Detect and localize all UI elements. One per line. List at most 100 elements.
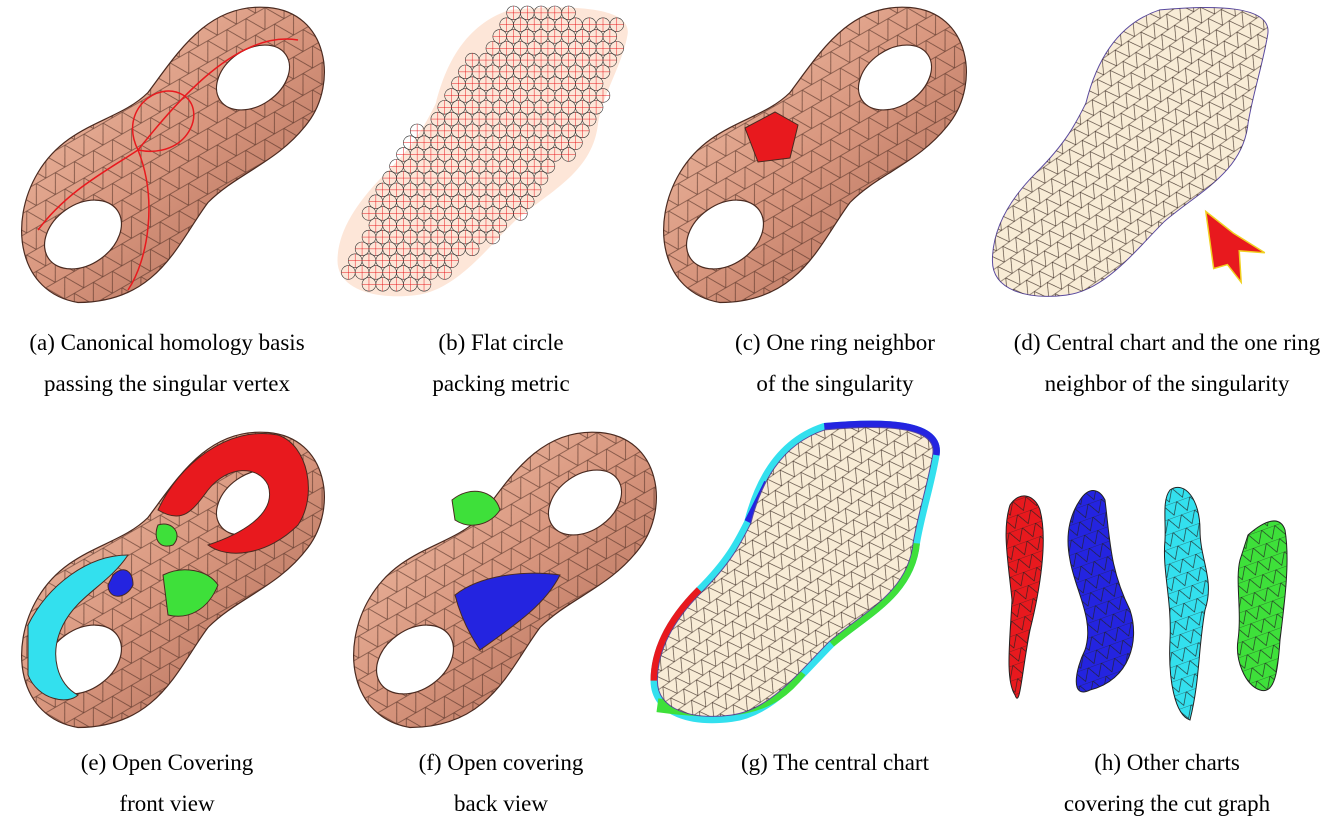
panel-a-figure	[8, 0, 328, 305]
packing-spoke	[458, 64, 473, 79]
packing-spoke	[561, 5, 576, 20]
packing-spoke	[527, 112, 542, 126]
panel-h-caption-line-2: covering the cut graph	[1063, 791, 1271, 816]
packing-spoke	[485, 182, 500, 197]
packing-spoke	[389, 277, 404, 292]
packing-spoke	[547, 123, 562, 138]
packing-spoke	[492, 171, 507, 185]
packing-spoke	[527, 88, 542, 103]
packing-spoke	[396, 194, 411, 209]
packing-spoke	[389, 206, 404, 221]
packing-spoke	[582, 41, 597, 56]
packing-spoke	[534, 76, 548, 91]
packing-spoke	[479, 123, 493, 138]
packing-spoke	[527, 41, 542, 56]
blue-patch	[107, 569, 134, 597]
packing-spoke	[485, 159, 500, 174]
packing-spoke	[430, 112, 445, 126]
packing-spoke	[430, 159, 445, 174]
packing-spoke	[362, 206, 376, 221]
packing-spoke	[410, 194, 425, 209]
packing-spoke	[499, 182, 514, 197]
packing-spoke	[382, 194, 397, 209]
packing-spoke	[520, 147, 535, 162]
packing-spoke	[575, 29, 590, 44]
panel-d-figure	[985, 5, 1285, 300]
packing-spoke	[437, 100, 452, 115]
packing-spoke	[403, 182, 418, 197]
packing-spoke	[472, 182, 486, 197]
packing-spoke	[458, 88, 473, 103]
panel-e-figure	[8, 425, 328, 730]
packing-spoke	[437, 218, 452, 233]
packing-spoke	[520, 100, 535, 115]
packing-spoke	[424, 123, 438, 138]
packing-spoke	[417, 135, 431, 150]
packing-spoke	[582, 112, 597, 126]
packing-spoke	[534, 171, 548, 185]
packing-spoke	[437, 265, 452, 280]
packing-spoke	[417, 159, 431, 174]
panel-e-caption-line-2: front view	[119, 791, 215, 816]
packing-spoke	[362, 253, 376, 268]
packing-spoke	[341, 265, 356, 280]
packing-spoke	[458, 206, 473, 221]
packing-spoke	[541, 159, 555, 174]
packing-spoke	[492, 218, 507, 233]
cyan-patch	[27, 554, 129, 701]
packing-spoke	[472, 112, 486, 126]
packing-spoke	[389, 230, 404, 244]
packing-spoke	[520, 29, 535, 44]
packing-spoke	[348, 253, 363, 268]
packing-spoke	[596, 41, 610, 56]
packing-spoke	[458, 159, 473, 174]
packing-spoke	[596, 88, 610, 103]
packing-spoke	[596, 17, 610, 32]
packing-spoke	[368, 265, 383, 280]
packing-spoke	[554, 112, 569, 126]
packing-spoke	[506, 5, 521, 20]
packing-spoke	[465, 194, 480, 209]
packing-spoke	[458, 135, 473, 150]
panel-c-caption: (c) One ring neighbor of the singularity	[668, 322, 1002, 404]
packing-spoke	[492, 147, 507, 162]
panel-c-figure	[650, 0, 970, 305]
packing-spoke	[506, 76, 521, 91]
packing-spoke	[451, 147, 466, 162]
packing-spoke	[541, 88, 555, 103]
packing-spoke	[589, 100, 603, 115]
packing-spoke	[513, 64, 528, 79]
packing-spoke	[444, 206, 459, 221]
panel-b-figure	[335, 5, 635, 300]
panel-a-caption: (a) Canonical homology basis passing the…	[0, 322, 334, 404]
packing-spoke	[506, 171, 521, 185]
panel-b-caption: (b) Flat circle packing metric	[334, 322, 668, 404]
packing-spoke	[382, 171, 397, 185]
packing-spoke	[520, 194, 535, 209]
packing-spoke	[527, 64, 542, 79]
packing-spoke	[396, 171, 411, 185]
blue-patch	[454, 572, 561, 651]
packing-spoke	[465, 241, 480, 256]
homology-curves	[37, 38, 299, 291]
packing-spoke	[382, 265, 397, 280]
packing-spoke	[513, 41, 528, 56]
red-patch	[157, 433, 309, 554]
packing-spoke	[506, 123, 521, 138]
packing-spoke	[513, 112, 528, 126]
packing-spoke	[444, 112, 459, 126]
packing-spoke	[417, 277, 431, 292]
panel-g-caption: (g) The central chart	[668, 742, 1002, 783]
packing-spoke	[410, 265, 425, 280]
packing-spoke	[596, 64, 610, 79]
packing-spoke	[362, 277, 376, 292]
packing-spoke	[430, 230, 445, 244]
packing-spoke	[506, 100, 521, 115]
packing-spoke	[527, 182, 542, 197]
packing-spoke	[492, 53, 507, 67]
packing-spoke	[444, 135, 459, 150]
packing-spoke	[382, 218, 397, 233]
packing-spoke	[506, 147, 521, 162]
packing-spoke	[410, 241, 425, 256]
packing-spoke	[485, 112, 500, 126]
